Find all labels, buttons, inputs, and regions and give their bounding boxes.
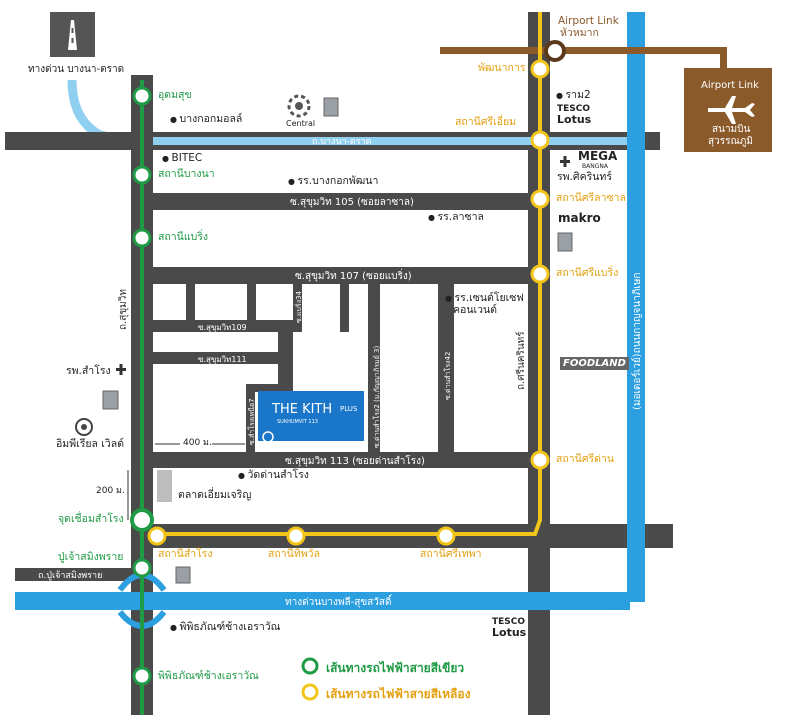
label-soi42: ซ.ด่านสำโรง42	[443, 352, 452, 400]
place-lasal: รร.ลาซาล	[428, 211, 484, 224]
label-soi107: ซ.สุขุมวิท 107 (ซอยแบริ่ง)	[295, 268, 412, 282]
label-soi109: ซ.สุขุมวิท109	[198, 323, 247, 332]
label-bangna-trad: ถ.บางนา-ตราด	[312, 137, 372, 147]
label-soi34: ซ.แบริ่ง34	[294, 290, 303, 323]
label-srinakarin: ถ.ศรีนครินทร์	[515, 331, 527, 390]
label-expressway-bangna: ทางด่วน บางนา-ตราด	[28, 64, 125, 75]
central-logo	[287, 94, 311, 118]
place-makro: makro	[558, 211, 601, 225]
airport-link-top-label: Airport Link	[558, 15, 619, 27]
place-sikarin: รพ.ศิครินทร์	[557, 171, 612, 183]
place-talat: ตลาดเอี่ยมเจริญ	[178, 489, 252, 501]
station-samrong: สถานีสำโรง	[158, 548, 213, 560]
place-central: Central	[286, 119, 316, 128]
label-soi105: ซ.สุขุมวิท 105 (ซอยลาซาล)	[290, 197, 414, 208]
station-sri-thepha: สถานีศรีเทพา	[420, 548, 482, 560]
label-soi7: ซ.สำโรงเหนือ7	[247, 398, 256, 445]
green-station-markers	[132, 86, 152, 686]
label-bangphli: ทางด่วนบางพลี-สุขสวัสดิ์	[285, 594, 393, 608]
distance-400: 400 ม.	[183, 438, 212, 448]
place-bangkok-mall: บางกอกมอลล์	[170, 113, 243, 126]
airport-link-box-title: Airport Link	[701, 80, 759, 91]
project-marker	[258, 391, 364, 443]
place-imperial: อิมพีเรียล เวิลด์	[56, 438, 125, 450]
station-bearing: สถานีแบริ่ง	[158, 231, 209, 243]
place-st-joseph-1: รร.เซนต์โยเซฟ	[445, 292, 524, 305]
place-tesco-bot1: TESCO	[492, 617, 526, 627]
label-soi3: ซ.ด่านสำโรง2 (ม.กัญญาภิรมย์ 3)	[372, 346, 381, 448]
airport-link-box-line1: สนามบิน	[712, 124, 751, 135]
highway-icon	[50, 12, 95, 57]
market-marker	[157, 470, 172, 502]
place-mega2: BANGNA	[582, 163, 608, 170]
place-samrong-hospital: รพ.สำโรง	[66, 365, 111, 377]
place-foodland: FOODLAND	[560, 357, 629, 370]
legend-markers	[301, 657, 319, 701]
expressways	[15, 12, 645, 610]
fuel-station-icon	[102, 97, 573, 584]
place-bitec: BITEC	[162, 152, 203, 165]
station-junction: จุดเชื่อมสำโรง	[58, 513, 124, 525]
label-chaosamut: ถ.ปู่เจ้าสมิงพราย	[38, 570, 102, 581]
label-soi111: ซ.สุขุมวิท111	[198, 355, 247, 364]
place-wat-dan: วัดด่านสำโรง	[238, 469, 309, 482]
airport-link-box-line2: สุวรรณภูมิ	[708, 136, 753, 147]
place-tesco-bot2: Lotus	[492, 626, 527, 639]
place-tesco-top1: TESCO	[557, 104, 591, 114]
station-sri-bearing: สถานีศรีแบริ่ง	[556, 267, 619, 279]
station-udomsuk: อุดมสุข	[158, 89, 192, 101]
place-museum: พิพิธภัณฑ์ช้างเอราวัณ	[170, 621, 281, 634]
label-kanchana: (มอเตอร์เวย์)ถนนกาญจนาภิเษก	[631, 273, 643, 410]
place-st-joseph-2: คอนเวนต์	[453, 304, 497, 316]
station-bangna: สถานีบางนา	[158, 168, 215, 180]
distance-200: 200 ม.	[96, 486, 125, 496]
station-museum: พิพิธภัณฑ์ช้างเอราวัณ	[158, 670, 259, 682]
project-plus: PLUS	[340, 405, 358, 413]
legend-yellow: เส้นทางรถไฟฟ้าสายสีเหลือง	[326, 687, 471, 701]
airport-link-station-marker	[544, 40, 566, 62]
station-sri-iam: สถานีศรีเอี่ยม	[455, 116, 517, 128]
label-soi113: ซ.สุขุมวิท 113 (ซอยด่านสำโรง)	[285, 454, 425, 467]
airport-link-top-station: หัวหมาก	[560, 27, 599, 39]
yellow-station-markers	[147, 59, 550, 546]
distance-guides	[127, 443, 245, 520]
project-sub: SUKHUMVIT 113	[277, 419, 318, 425]
hospital-cross-icon	[116, 156, 570, 375]
station-puchao: ปู่เจ้าสมิงพราย	[58, 551, 124, 563]
place-ram2: ราม2	[556, 89, 591, 102]
project-name: THE KITH	[271, 402, 332, 417]
imperial-logo	[75, 418, 93, 436]
place-bkk-patana: รร.บางกอกพัฒนา	[288, 175, 379, 188]
bangna-trad-expressway	[153, 137, 638, 145]
legend-green: เส้นทางรถไฟฟ้าสายสีเขียว	[326, 661, 465, 675]
station-sri-lasal: สถานีศรีลาซาล	[556, 192, 626, 204]
place-tesco-top2: Lotus	[557, 113, 592, 126]
station-phatthanakan: พัฒนาการ	[478, 62, 526, 74]
station-thipphawan: สถานีทิพวัล	[268, 548, 321, 560]
place-mega1: MEGA	[578, 149, 618, 163]
junction-station-marker	[130, 508, 154, 532]
label-sukhumvit: ถ.สุขุมวิท	[118, 289, 129, 330]
station-sri-dan: สถานีศรีด่าน	[556, 453, 615, 465]
airplane-icon	[708, 96, 755, 124]
